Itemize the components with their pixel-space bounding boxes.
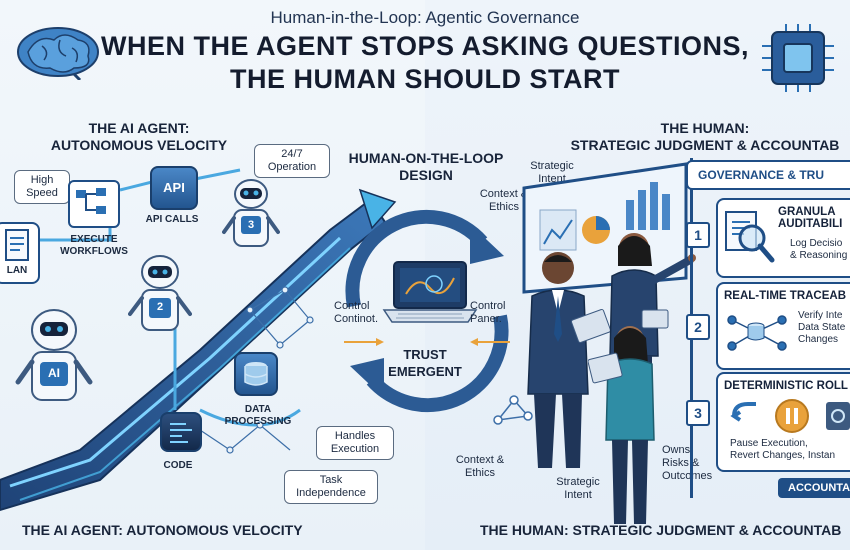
database-icon: [244, 362, 268, 386]
execute-label: EXECUTE WORKFLOWS: [60, 234, 128, 257]
headline-line-1: WHEN THE AGENT STOPS ASKING QUESTIONS,: [100, 31, 750, 61]
task-independence-bubble: Task Independence: [284, 470, 378, 504]
context-ethics-bottom: Context & Ethics: [455, 454, 505, 479]
plan-label: LAN: [6, 265, 28, 276]
data-processing-label: DATA PROCESSING: [224, 404, 292, 427]
rollback-text: Pause Execution, Revert Changes, Instan: [730, 438, 836, 461]
chip-icon: [762, 24, 834, 92]
network-icon: [493, 395, 533, 425]
operation-bubble: 24/7 Operation: [254, 144, 330, 178]
api-tile: API: [150, 166, 198, 210]
owns-risks-label: Owns Risks & Outcomes: [662, 444, 713, 482]
data-flow-icon: [727, 315, 787, 351]
traceability-card: [716, 282, 850, 370]
traceability-title: REAL-TIME TRACEAB: [724, 290, 847, 302]
clipboard-icon: [5, 229, 29, 261]
robot-ai-badge: AI: [48, 366, 60, 380]
center-title-line-1: HUMAN-ON-THE-LOOP: [348, 150, 504, 166]
database-tile: [234, 352, 278, 396]
robot-3-badge: 3: [247, 219, 255, 231]
center-title: HUMAN-ON-THE-LOOP DESIGN: [326, 150, 526, 184]
auditability-title-line-2: AUDITABILI: [778, 218, 843, 230]
control-right-label: Control Paner.: [470, 300, 506, 325]
context-ethics-top: Context & Ethics: [479, 188, 528, 213]
right-title-line-2: STRATEGIC JUDGMENT & ACCOUNTAB: [570, 137, 840, 153]
handles-execution-bubble: Handles Execution: [316, 426, 394, 460]
left-title-line-2: AUTONOMOUS VELOCITY: [50, 137, 228, 153]
right-footer: THE HUMAN: STRATEGIC JUDGMENT & ACCOUNTA…: [480, 522, 842, 538]
code-label: CODE: [163, 460, 193, 471]
item-3-number: 3: [686, 400, 710, 426]
laptop-icon: [382, 261, 478, 323]
robot-3: [222, 179, 280, 247]
brain-icon: [17, 27, 99, 80]
traceability-text: Verify Inte Data State Changes: [798, 310, 846, 345]
center-title-line-2: DESIGN: [399, 167, 453, 183]
page-title: WHEN THE AGENT STOPS ASKING QUESTIONS, T…: [0, 30, 850, 96]
right-section-title: THE HUMAN: STRATEGIC JUDGMENT & ACCOUNTA…: [560, 120, 850, 154]
left-title-line-1: THE AI AGENT:: [88, 120, 190, 136]
magnifier-icon: [725, 211, 775, 263]
loop-arrows: [344, 209, 510, 413]
item-2-number: 2: [686, 314, 710, 340]
governance-header: GOVERNANCE & TRU: [686, 160, 850, 190]
headline-line-2: THE HUMAN SHOULD START: [230, 64, 620, 94]
right-title-line-1: THE HUMAN:: [660, 120, 750, 136]
workflow-card: [68, 180, 120, 228]
auditability-title-line-1: GRANULA: [778, 206, 836, 218]
code-icon: [170, 423, 192, 443]
code-tile: [160, 412, 202, 452]
left-section-title: THE AI AGENT: AUTONOMOUS VELOCITY: [24, 120, 254, 154]
accountability-badge: ACCOUNTAB: [778, 478, 850, 498]
item-1-number: 1: [686, 222, 710, 248]
plan-card: LAN: [0, 222, 40, 284]
auditability-text: Log Decisio & Reasoning: [790, 238, 848, 261]
person-man: [527, 252, 612, 468]
strategic-intent-bottom: Strategic Intent: [556, 476, 600, 501]
robot-2-badge: 2: [156, 301, 164, 313]
left-footer: THE AI AGENT: AUTONOMOUS VELOCITY: [22, 522, 303, 538]
person-woman-tablet: [588, 326, 655, 524]
robot-ai: [15, 309, 93, 401]
robot-2: [128, 255, 192, 331]
api-label: API CALLS: [145, 214, 199, 225]
api-tile-text: API: [163, 180, 185, 195]
control-left-label: Control Continot.: [334, 300, 379, 325]
trust-emergent-label: TRUST EMERGENT: [388, 347, 462, 379]
subtitle: Human-in-the-Loop: Agentic Governance: [270, 8, 580, 27]
rollback-controls: [730, 399, 850, 433]
rollback-title: DETERMINISTIC ROLL: [724, 380, 848, 392]
auditability-title: GRANULA AUDITABILI: [778, 206, 850, 230]
workflow-icon: [76, 188, 106, 214]
high-speed-bubble: High Speed: [14, 170, 70, 204]
